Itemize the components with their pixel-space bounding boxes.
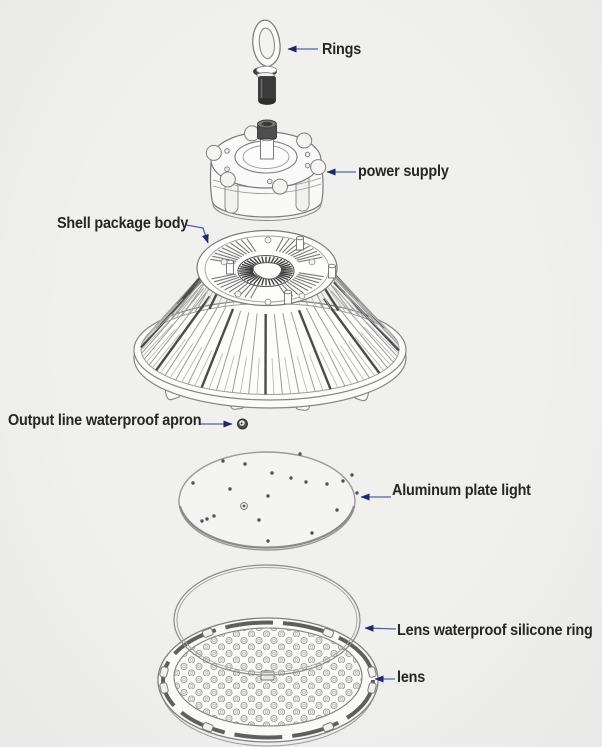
aluminum-plate-edge [178, 505, 356, 549]
leader-arrows [185, 45, 397, 683]
power-supply-band-2 [212, 183, 322, 194]
power-supply-scallops [205, 125, 327, 195]
shell-package-body-label: Shell package body [57, 215, 189, 232]
power-supply-connector-pin [261, 121, 273, 127]
power-supply-bottom-rim [212, 203, 322, 221]
lens-rim-clips [159, 627, 377, 733]
aluminum-plate-holes [191, 452, 359, 543]
aluminum-plate [178, 451, 356, 551]
ring-shank-bottom [258, 98, 276, 105]
shell-package-body-part [133, 229, 407, 411]
lens-gasket-ring [161, 620, 375, 740]
ring-eye-hole [258, 27, 276, 60]
silicone-ring-inner [176, 567, 358, 673]
lens-led-array-edge [173, 627, 363, 727]
power-supply-part [205, 119, 327, 221]
aluminum-plate-light-part [178, 451, 359, 551]
lens-waterproof-silicone-ring-arrow [364, 624, 397, 632]
shell-disc-screw-holes [220, 236, 316, 306]
lens-part [157, 617, 379, 747]
shell-center-opening-outline [237, 254, 295, 288]
shell-disc-posts [226, 235, 336, 305]
power-supply-label: power supply [358, 163, 449, 180]
aluminum-plate-ringed-hole [240, 502, 248, 510]
rings-part [252, 19, 281, 105]
silicone-ring-outer [173, 564, 361, 676]
lens-waterproof-silicone-ring-label: Lens waterproof silicone ring [397, 622, 593, 639]
lens-label: lens [397, 669, 426, 686]
shell-top-fan-pattern [210, 237, 324, 299]
output-line-waterproof-apron-part [237, 418, 248, 430]
output-line-waterproof-apron-label: Output line waterproof apron [8, 412, 202, 429]
rings-label: Rings [322, 41, 362, 58]
shell-package-body-arrow [185, 224, 209, 244]
grommet-hole [240, 422, 243, 425]
shell-center-opening [252, 262, 282, 280]
lens-waterproof-silicone-ring-part [173, 564, 361, 676]
lens-thickness-edge [159, 683, 377, 747]
aluminum-plate-light-label: Aluminum plate light [392, 482, 531, 499]
aluminum-plate-ringed-hole-dot [242, 504, 246, 508]
